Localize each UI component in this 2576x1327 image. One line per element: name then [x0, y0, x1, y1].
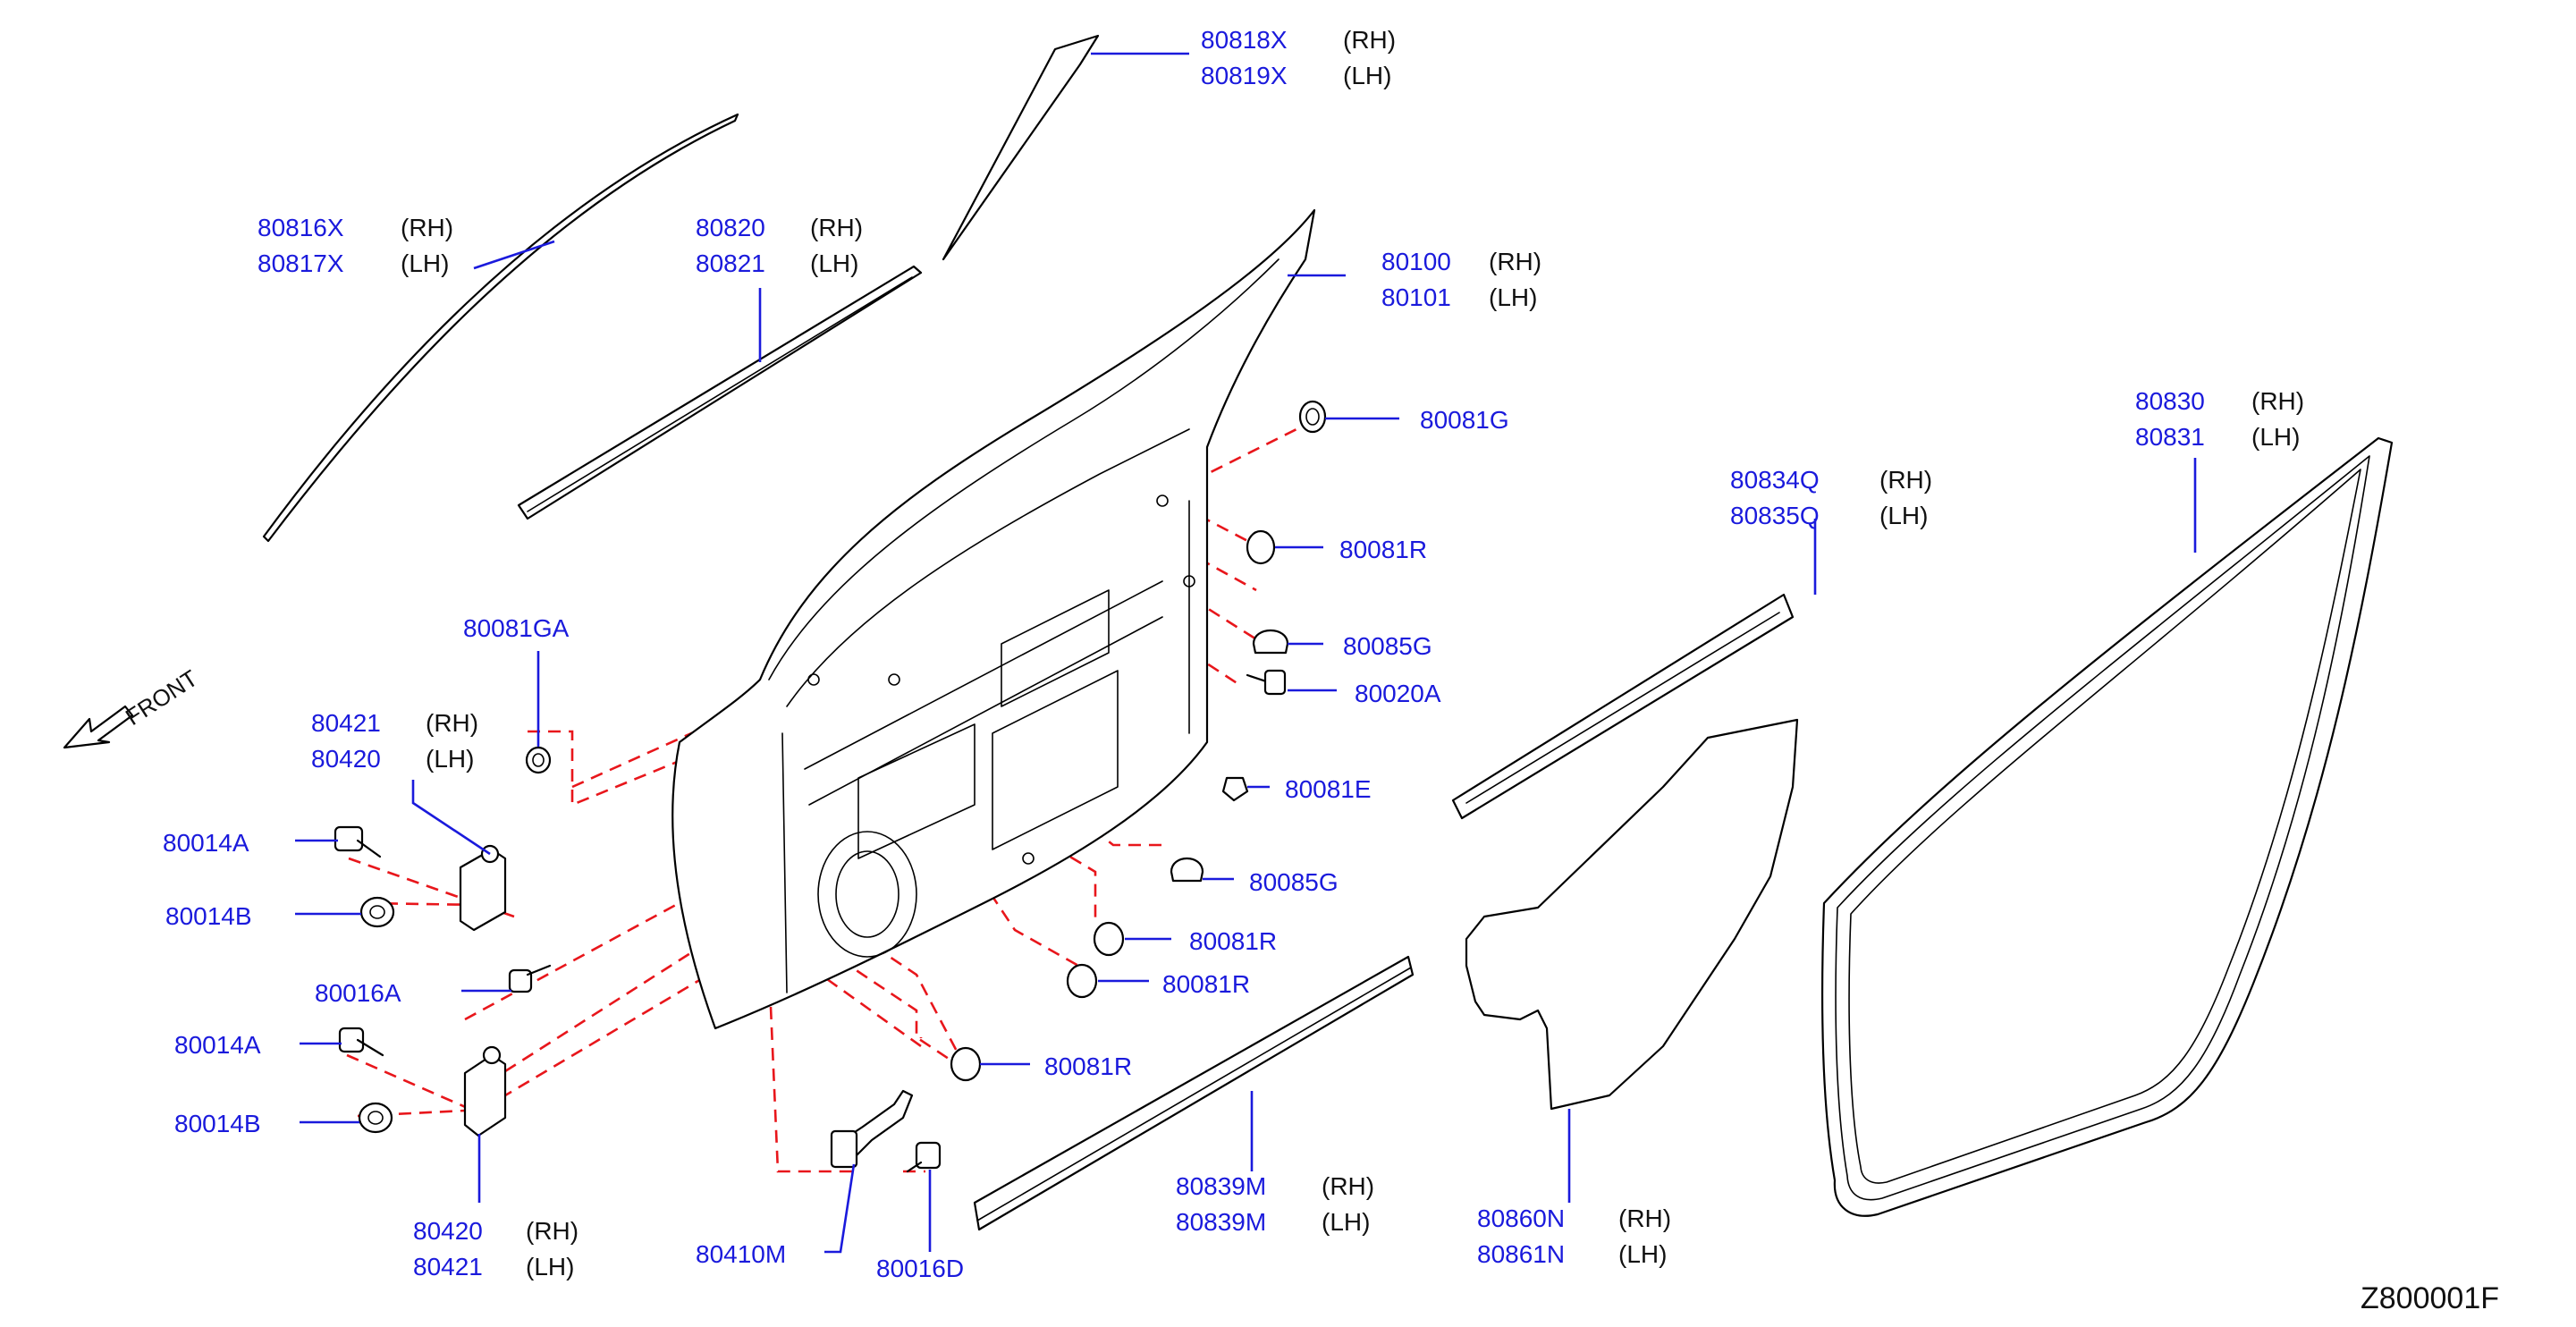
- callout-belt-weatherstrip: 80834Q (RH) 80835Q (LH): [1730, 466, 1932, 529]
- plug-r3-part: [1066, 963, 1098, 999]
- side-label: (LH): [2251, 423, 2300, 451]
- part-number: 80830: [2135, 387, 2205, 415]
- part-number: 80816X: [258, 214, 344, 241]
- bolt-14a-upper-part: [334, 825, 382, 858]
- part-number: 80831: [2135, 423, 2205, 451]
- callout-plug-r2: 80081R: [1189, 927, 1277, 955]
- side-label: (RH): [1489, 248, 1541, 275]
- callout-bolt-14a-lower: 80014A: [174, 1031, 261, 1059]
- front-direction-arrow: FRONT: [63, 664, 203, 749]
- callout-clip-e: 80081E: [1285, 775, 1372, 803]
- part-number: 80420: [311, 745, 381, 773]
- side-label: (RH): [426, 709, 478, 737]
- part-number: 80101: [1381, 283, 1451, 311]
- plug-r1-part: [1246, 529, 1276, 565]
- side-label: (LH): [526, 1253, 574, 1281]
- part-number: 80835Q: [1730, 502, 1820, 529]
- callout-plug-r1: 80081R: [1339, 536, 1427, 563]
- side-label: (RH): [401, 214, 453, 241]
- side-label: (LH): [1343, 62, 1391, 89]
- part-number: 80839M: [1176, 1172, 1266, 1200]
- part-number: 80817X: [258, 249, 344, 277]
- leader-lines: [295, 52, 2197, 1254]
- callout-bolt-20a: 80020A: [1355, 680, 1441, 707]
- bumper-g2-part: [1170, 858, 1204, 883]
- callout-sash-garnish: 80818X (RH) 80819X (LH): [1201, 26, 1396, 89]
- part-number: 80818X: [1201, 26, 1288, 54]
- lower-moulding-part: [973, 955, 1415, 1231]
- callout-bumper-g1: 80085G: [1343, 632, 1432, 660]
- part-number: 80821: [696, 249, 765, 277]
- callout-bumper-g2: 80085G: [1249, 868, 1339, 896]
- front-label: FRONT: [121, 664, 203, 731]
- callout-plug-g: 80081G: [1420, 406, 1509, 434]
- callout-door-check: 80410M: [696, 1240, 786, 1268]
- side-label: (LH): [810, 249, 858, 277]
- callout-nut-14b-lower: 80014B: [174, 1110, 261, 1137]
- roof-moulding-part: [262, 113, 739, 543]
- part-number: 80839M: [1176, 1208, 1266, 1236]
- side-label: (LH): [401, 249, 449, 277]
- clip-e-part: [1221, 776, 1249, 802]
- bolt-16d-part: [906, 1141, 942, 1173]
- side-label: (RH): [1322, 1172, 1374, 1200]
- side-label: (RH): [1618, 1204, 1671, 1232]
- side-label: (RH): [1343, 26, 1396, 54]
- bolt-14a-lower-part: [338, 1027, 384, 1057]
- upper-hinge-part: [459, 844, 507, 932]
- door-weatherstrip-part: [1820, 436, 2394, 1217]
- part-number: 80819X: [1201, 62, 1288, 89]
- callout-lower-moulding: 80839M (RH) 80839M (LH): [1176, 1172, 1374, 1236]
- plug-r2-part: [1093, 921, 1125, 957]
- belt-weatherstrip-part: [1451, 593, 1795, 820]
- callout-roof-moulding: 80816X (RH) 80817X (LH): [258, 214, 453, 277]
- callout-bolt-14a-upper: 80014A: [163, 829, 249, 857]
- callout-plug-ga: 80081GA: [463, 614, 570, 642]
- side-label: (LH): [1879, 502, 1928, 529]
- callout-plug-r4: 80081R: [1044, 1052, 1132, 1080]
- callout-lower-hinge: 80420 (RH) 80421 (LH): [413, 1217, 579, 1281]
- part-number: 80860N: [1477, 1204, 1565, 1232]
- side-label: (RH): [810, 214, 863, 241]
- side-label: (RH): [2251, 387, 2304, 415]
- side-label: (RH): [526, 1217, 579, 1245]
- callout-outside-weatherstrip: 80820 (RH) 80821 (LH): [696, 214, 863, 277]
- callout-plug-r3: 80081R: [1162, 970, 1250, 998]
- callout-nut-14b-upper: 80014B: [165, 902, 252, 930]
- part-number: 80861N: [1477, 1240, 1565, 1268]
- part-number: 80820: [696, 214, 765, 241]
- callout-sealing-screen: 80860N (RH) 80861N (LH): [1477, 1204, 1671, 1268]
- part-number: 80421: [413, 1253, 483, 1281]
- part-number: 80421: [311, 709, 381, 737]
- outside-weatherstrip-part: [517, 265, 923, 520]
- sealing-screen-part: [1465, 718, 1799, 1111]
- door-check-part: [830, 1089, 914, 1169]
- part-number: 80420: [413, 1217, 483, 1245]
- sash-garnish-part: [942, 34, 1100, 261]
- callout-bolt-16a: 80016A: [315, 979, 401, 1007]
- side-label: (LH): [1618, 1240, 1667, 1268]
- nut-14b-upper-part: [359, 896, 395, 928]
- part-number: 80834Q: [1730, 466, 1820, 494]
- callout-door-panel: 80100 (RH) 80101 (LH): [1381, 248, 1541, 311]
- part-number: 80100: [1381, 248, 1451, 275]
- plug-ga-part: [525, 746, 552, 774]
- nut-14b-lower-part: [358, 1102, 393, 1134]
- bolt-20a-part: [1246, 669, 1287, 696]
- bumper-g1-part: [1252, 630, 1289, 655]
- callout-upper-hinge: 80421 (RH) 80420 (LH): [311, 709, 478, 773]
- lower-hinge-part: [463, 1045, 507, 1137]
- side-label: (LH): [1322, 1208, 1370, 1236]
- callout-door-weatherstrip: 80830 (RH) 80831 (LH): [2135, 387, 2304, 451]
- door-panel-part: [671, 208, 1316, 1030]
- side-label: (LH): [1489, 283, 1537, 311]
- bolt-16a-part: [508, 964, 552, 993]
- reference-code: Z800001F: [2361, 1281, 2499, 1315]
- plug-g-part: [1298, 400, 1327, 434]
- side-label: (LH): [426, 745, 474, 773]
- callout-bolt-16d: 80016D: [876, 1255, 964, 1282]
- side-label: (RH): [1879, 466, 1932, 494]
- plug-r4-part: [950, 1046, 982, 1082]
